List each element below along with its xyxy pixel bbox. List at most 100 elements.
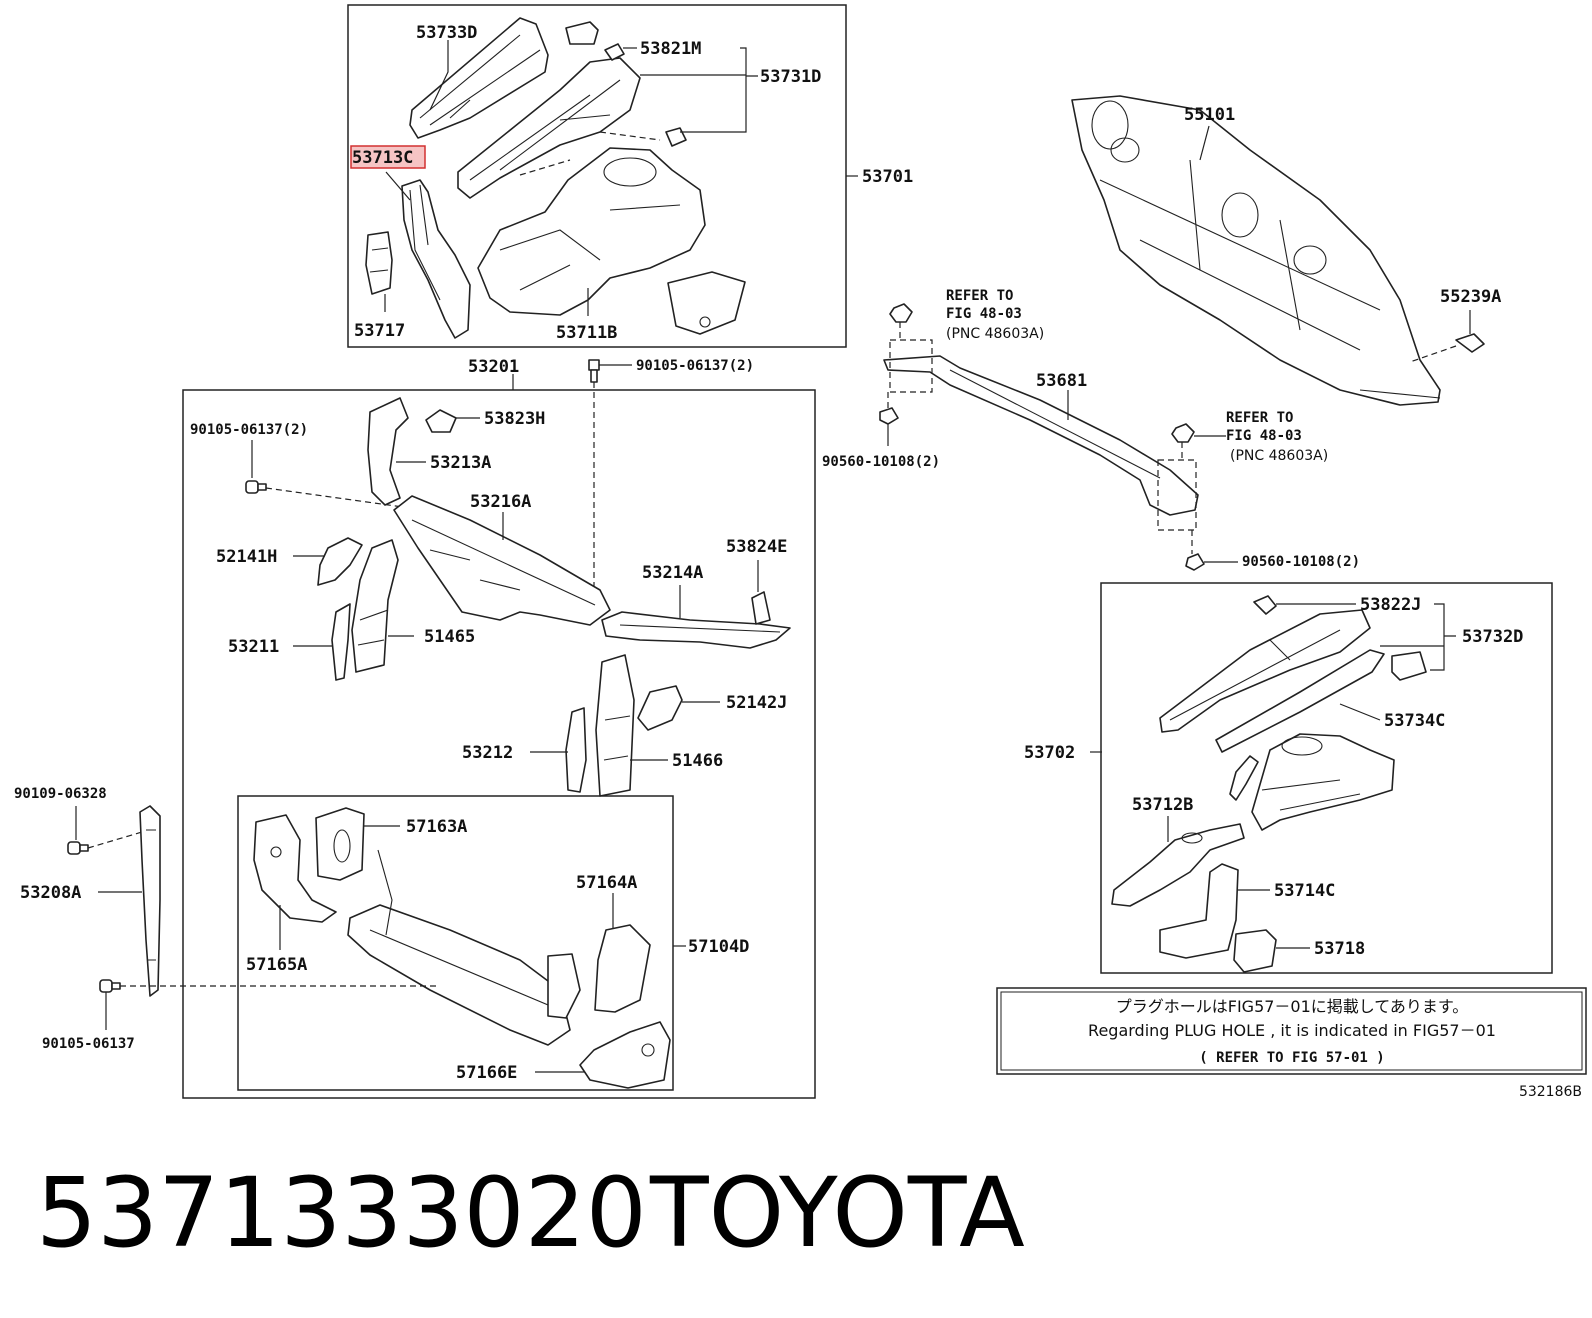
part-57104D-shape xyxy=(347,849,571,1046)
dash-box-left xyxy=(889,339,933,393)
part-55101-shape xyxy=(1071,95,1441,406)
label-53214A: 53214A xyxy=(642,563,703,583)
part-53712B-shape xyxy=(1111,823,1245,907)
part-53216A-shape xyxy=(393,495,611,626)
part-53717-shape xyxy=(365,231,393,295)
note-refer: ( REFER TO FIG 57-01 ) xyxy=(1199,1050,1384,1066)
part-53212-shape xyxy=(565,707,587,793)
label-51466: 51466 xyxy=(672,751,723,771)
group-box-53201 xyxy=(182,389,816,1099)
refer-left-line1: REFER TO xyxy=(946,288,1013,304)
label-53822J: 53822J xyxy=(1360,595,1421,615)
leader-55101 xyxy=(1199,125,1210,161)
bolt-icon-top xyxy=(588,359,600,383)
label-53681: 53681 xyxy=(1036,371,1087,391)
part-53713C-shape xyxy=(401,179,471,339)
nut-icon-bottom-left xyxy=(879,407,899,425)
caption-part-number: 5371333020 xyxy=(36,1157,647,1269)
label-55239A: 55239A xyxy=(1440,287,1501,307)
label-90105-left: 90105-06137(2) xyxy=(190,422,308,438)
highlight-53713C xyxy=(350,145,426,169)
label-57104D: 57104D xyxy=(688,937,749,957)
label-53711B: 53711B xyxy=(556,323,617,343)
bolt-icon-90105-bottom xyxy=(99,979,121,993)
label-90109: 90109-06328 xyxy=(14,786,107,802)
group-box-57104D xyxy=(237,795,674,1091)
label-53713C: 53713C xyxy=(352,148,413,168)
label-53731D: 53731D xyxy=(760,67,821,87)
nut-icon-bottom-right xyxy=(1185,553,1205,571)
label-55101: 55101 xyxy=(1184,105,1235,125)
nut-icon-top-left xyxy=(889,303,913,323)
part-53823H-shape xyxy=(425,409,457,433)
label-53712B: 53712B xyxy=(1132,795,1193,815)
part-57164A-shape xyxy=(547,924,651,1019)
label-53714C: 53714C xyxy=(1274,881,1335,901)
leader-53713C xyxy=(385,171,411,201)
part-53822J-shape xyxy=(1253,595,1277,615)
label-52141H: 52141H xyxy=(216,547,277,567)
group-box-53702 xyxy=(1100,582,1553,974)
label-90560-left: 90560-10108(2) xyxy=(822,454,940,470)
note-box-inner xyxy=(1000,991,1583,1071)
part-53711B-shape xyxy=(477,147,706,316)
label-53216A: 53216A xyxy=(470,492,531,512)
bolt-icon-90109 xyxy=(67,841,89,855)
nut-icon-top-right xyxy=(1171,423,1195,443)
label-53823H: 53823H xyxy=(484,409,545,429)
part-bracket-shape xyxy=(667,271,746,335)
dash-box-right xyxy=(1157,459,1197,531)
leader-53733D xyxy=(429,40,449,111)
part-53214A-shape xyxy=(601,611,791,649)
label-53701: 53701 xyxy=(862,167,913,187)
dash-90109 xyxy=(87,831,143,849)
label-53824E: 53824E xyxy=(726,537,787,557)
refer-right-line3: (PNC 48603A) xyxy=(1230,448,1328,464)
part-53681-shape xyxy=(883,355,1199,516)
label-53213A: 53213A xyxy=(430,453,491,473)
caption-brand: TOYOTA xyxy=(649,1157,1025,1269)
dash-55239A xyxy=(1409,345,1457,363)
leader-53734C xyxy=(1339,703,1381,721)
refer-left-line2: FIG 48-03 xyxy=(946,306,1022,322)
label-53211: 53211 xyxy=(228,637,279,657)
leader-53732D xyxy=(1380,603,1456,671)
label-53212: 53212 xyxy=(462,743,513,763)
bolt-icon-left xyxy=(245,480,267,494)
part-53702-wheelhouse-shape xyxy=(1251,733,1395,831)
refer-left-line3: (PNC 48603A) xyxy=(946,326,1044,342)
figure-code: 532186B xyxy=(1519,1084,1582,1100)
label-90105-top: 90105-06137(2) xyxy=(636,358,754,374)
part-52141H-shape xyxy=(317,537,363,586)
part-51465-shape xyxy=(351,539,399,673)
dashes-53701 xyxy=(519,131,661,176)
part-55239A-shape xyxy=(1455,333,1485,353)
part-53714C-shape xyxy=(1159,863,1239,959)
label-53702: 53702 xyxy=(1024,743,1075,763)
part-53821M-shape xyxy=(565,21,625,61)
part-57166E-shape xyxy=(579,1021,671,1089)
label-53208A: 53208A xyxy=(20,883,81,903)
part-57163A-shape xyxy=(315,807,365,881)
part-51466-shape xyxy=(595,654,635,797)
label-53821M: 53821M xyxy=(640,39,701,59)
label-57164A: 57164A xyxy=(576,873,637,893)
label-57166E: 57166E xyxy=(456,1063,517,1083)
label-53717: 53717 xyxy=(354,321,405,341)
part-53733D-shape xyxy=(409,17,549,139)
label-52142J: 52142J xyxy=(726,693,787,713)
part-53732D-bracket-shape xyxy=(1391,651,1427,681)
label-53718: 53718 xyxy=(1314,939,1365,959)
note-english: Regarding PLUG HOLE , it is indicated in… xyxy=(1088,1021,1496,1040)
label-57163A: 57163A xyxy=(406,817,467,837)
label-53732D: 53732D xyxy=(1462,627,1523,647)
label-57165A: 57165A xyxy=(246,955,307,975)
part-53208A-shape xyxy=(139,805,161,997)
refer-right-line2: FIG 48-03 xyxy=(1226,428,1302,444)
label-90105-bottom: 90105-06137 xyxy=(42,1036,135,1052)
leader-53731D xyxy=(640,47,758,133)
note-box xyxy=(996,987,1587,1075)
part-53213A-shape xyxy=(367,397,409,506)
part-53211-shape xyxy=(331,603,351,681)
